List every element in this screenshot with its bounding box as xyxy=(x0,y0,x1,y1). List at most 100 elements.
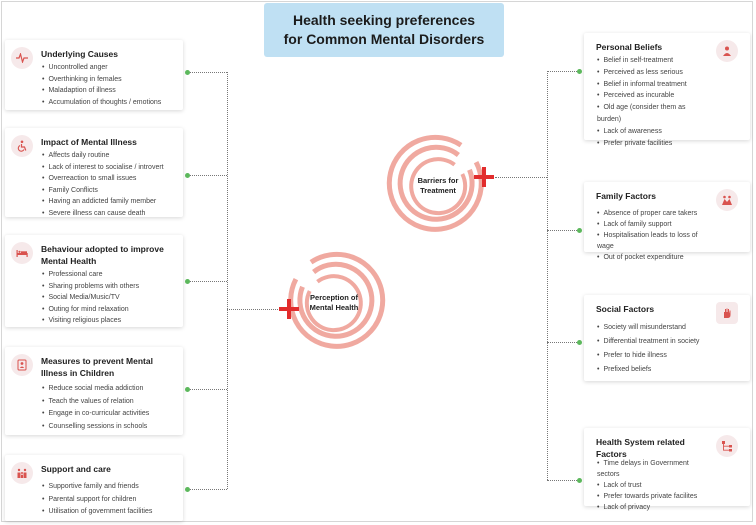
card-heading: Personal Beliefs xyxy=(596,42,663,52)
list-item: Belief in self-treatment xyxy=(597,55,710,67)
connector-line xyxy=(190,489,227,490)
connector-dot xyxy=(185,70,190,75)
connector-dot xyxy=(577,69,582,74)
list-item: Perceived as incurable xyxy=(597,90,710,102)
connector-line xyxy=(227,309,282,310)
list-item: Social Media/Music/TV xyxy=(42,292,177,304)
card-family-factors: Family Factors Absence of proper care ta… xyxy=(584,182,750,261)
list-item: Visiting religious places xyxy=(42,315,177,327)
card-support-and-care: Support and care Supportive family and f… xyxy=(5,455,183,521)
list-item: Belief in informal treatment xyxy=(597,79,710,91)
list-item: Utilisation of government facilities xyxy=(42,506,177,519)
list-item: Severe illness can cause death xyxy=(42,208,177,220)
list-item: Absence of proper care takers xyxy=(597,208,710,219)
connector-line xyxy=(190,175,227,176)
card-heading: Family Factors xyxy=(596,191,656,201)
card-heading: Health System related Factors xyxy=(596,437,685,459)
list-item: Counselling sessions in schools xyxy=(42,421,177,434)
list-item: Lack of trust xyxy=(597,480,710,491)
bed-icon xyxy=(11,242,33,264)
card-heading: Social Factors xyxy=(596,304,655,314)
list-item: Lack of awareness xyxy=(597,126,710,138)
hierarchy-icon xyxy=(716,435,738,457)
list-item: Family Conflicts xyxy=(42,185,177,197)
ring-inner xyxy=(409,157,468,216)
barriers-label: Barriers for Treatment xyxy=(405,176,471,196)
list-item: Prefer towards private facilites xyxy=(597,491,710,502)
connector-dot xyxy=(185,279,190,284)
card-heading: Underlying Causes xyxy=(41,49,118,59)
list-item: Supportive family and friends xyxy=(42,481,177,494)
card-heading: Behaviour adopted to improve Mental Heal… xyxy=(41,244,164,266)
child-icon xyxy=(11,354,33,376)
card-health-system-factors: Health System related Factors Time delay… xyxy=(584,428,750,511)
list-item: Uncontrolled anger xyxy=(42,62,177,74)
list-item: Overreaction to small issues xyxy=(42,173,177,185)
connector-dot xyxy=(185,173,190,178)
title-line-2: for Common Mental Disorders xyxy=(283,31,485,47)
diagram-title: Health seeking preferences for Common Me… xyxy=(264,3,504,57)
family-group-icon xyxy=(716,189,738,211)
hand-stop-icon xyxy=(716,302,738,324)
card-behaviour-adopted: Behaviour adopted to improve Mental Heal… xyxy=(5,235,183,327)
connector-line xyxy=(190,72,227,73)
list-item: Differential treatment in society xyxy=(597,335,710,349)
list-item: Outing for mind relaxation xyxy=(42,304,177,316)
ring-middle xyxy=(397,144,475,222)
list-item: Reduce social media addiction xyxy=(42,383,177,396)
connector-trunk xyxy=(227,72,228,489)
list-item: Affects daily routine xyxy=(42,150,177,162)
list-item: Engage in co-curricular activities xyxy=(42,408,177,421)
card-heading: Measures to prevent Mental Illness in Ch… xyxy=(41,356,153,378)
card-impact-of-mental-illness: Impact of Mental Illness Affects daily r… xyxy=(5,128,183,217)
card-personal-beliefs: Personal Beliefs Belief in self-treatmen… xyxy=(584,33,750,147)
list-item: Professional care xyxy=(42,269,177,281)
person-icon xyxy=(716,40,738,62)
list-item: Perceived as less serious xyxy=(597,67,710,79)
barriers-line-1: Barriers for xyxy=(417,176,459,185)
list-item: Old age (consider them as burden) xyxy=(597,102,710,126)
list-item: Hospitalisation leads to loss of wage xyxy=(597,230,710,252)
connector-line xyxy=(190,389,227,390)
list-item: Lack of interest to socialise / introver… xyxy=(42,162,177,174)
ring-outer xyxy=(386,134,484,232)
perception-line-1: Perception of xyxy=(310,293,358,302)
plus-icon xyxy=(474,167,494,187)
connector-line xyxy=(547,230,577,231)
perception-rings xyxy=(288,251,386,349)
list-item: Prefer to hide illness xyxy=(597,349,710,363)
list-item: Out of pocket expenditure xyxy=(597,252,710,263)
ring-inner xyxy=(304,274,363,333)
ring-outer xyxy=(288,251,386,349)
connector-line xyxy=(547,71,577,72)
plus-icon xyxy=(279,299,299,319)
barriers-rings xyxy=(386,134,484,232)
list-item: Teach the values of relation xyxy=(42,396,177,409)
list-item: Lack of family support xyxy=(597,219,710,230)
card-social-factors: Social Factors Society will misunderstan… xyxy=(584,295,750,381)
connector-dot xyxy=(577,340,582,345)
list-item: Time delays in Government sectors xyxy=(597,458,710,480)
list-item: Sharing problems with others xyxy=(42,281,177,293)
connector-line xyxy=(547,342,577,343)
card-underlying-causes: Underlying Causes Uncontrolled anger Ove… xyxy=(5,40,183,110)
card-heading: Impact of Mental Illness xyxy=(41,137,137,147)
list-item: Overthinking in females xyxy=(42,74,177,86)
card-heading: Support and care xyxy=(41,464,111,474)
list-item: Lack of privacy xyxy=(597,502,710,513)
perception-line-2: Mental Health xyxy=(309,303,359,312)
title-line-1: Health seeking preferences xyxy=(292,12,476,28)
connector-dot xyxy=(185,487,190,492)
connector-dot xyxy=(577,228,582,233)
list-item: Maladaption of illness xyxy=(42,85,177,97)
list-item: Prefixed beliefs xyxy=(597,363,710,377)
ring-middle xyxy=(297,261,375,339)
connector-dot xyxy=(185,387,190,392)
connector-line xyxy=(495,177,547,178)
wheelchair-icon xyxy=(11,135,33,157)
connector-line xyxy=(190,281,227,282)
list-item: Accumulation of thoughts / emotions xyxy=(42,97,177,109)
family-icon xyxy=(11,462,33,484)
list-item: Parental support for children xyxy=(42,494,177,507)
